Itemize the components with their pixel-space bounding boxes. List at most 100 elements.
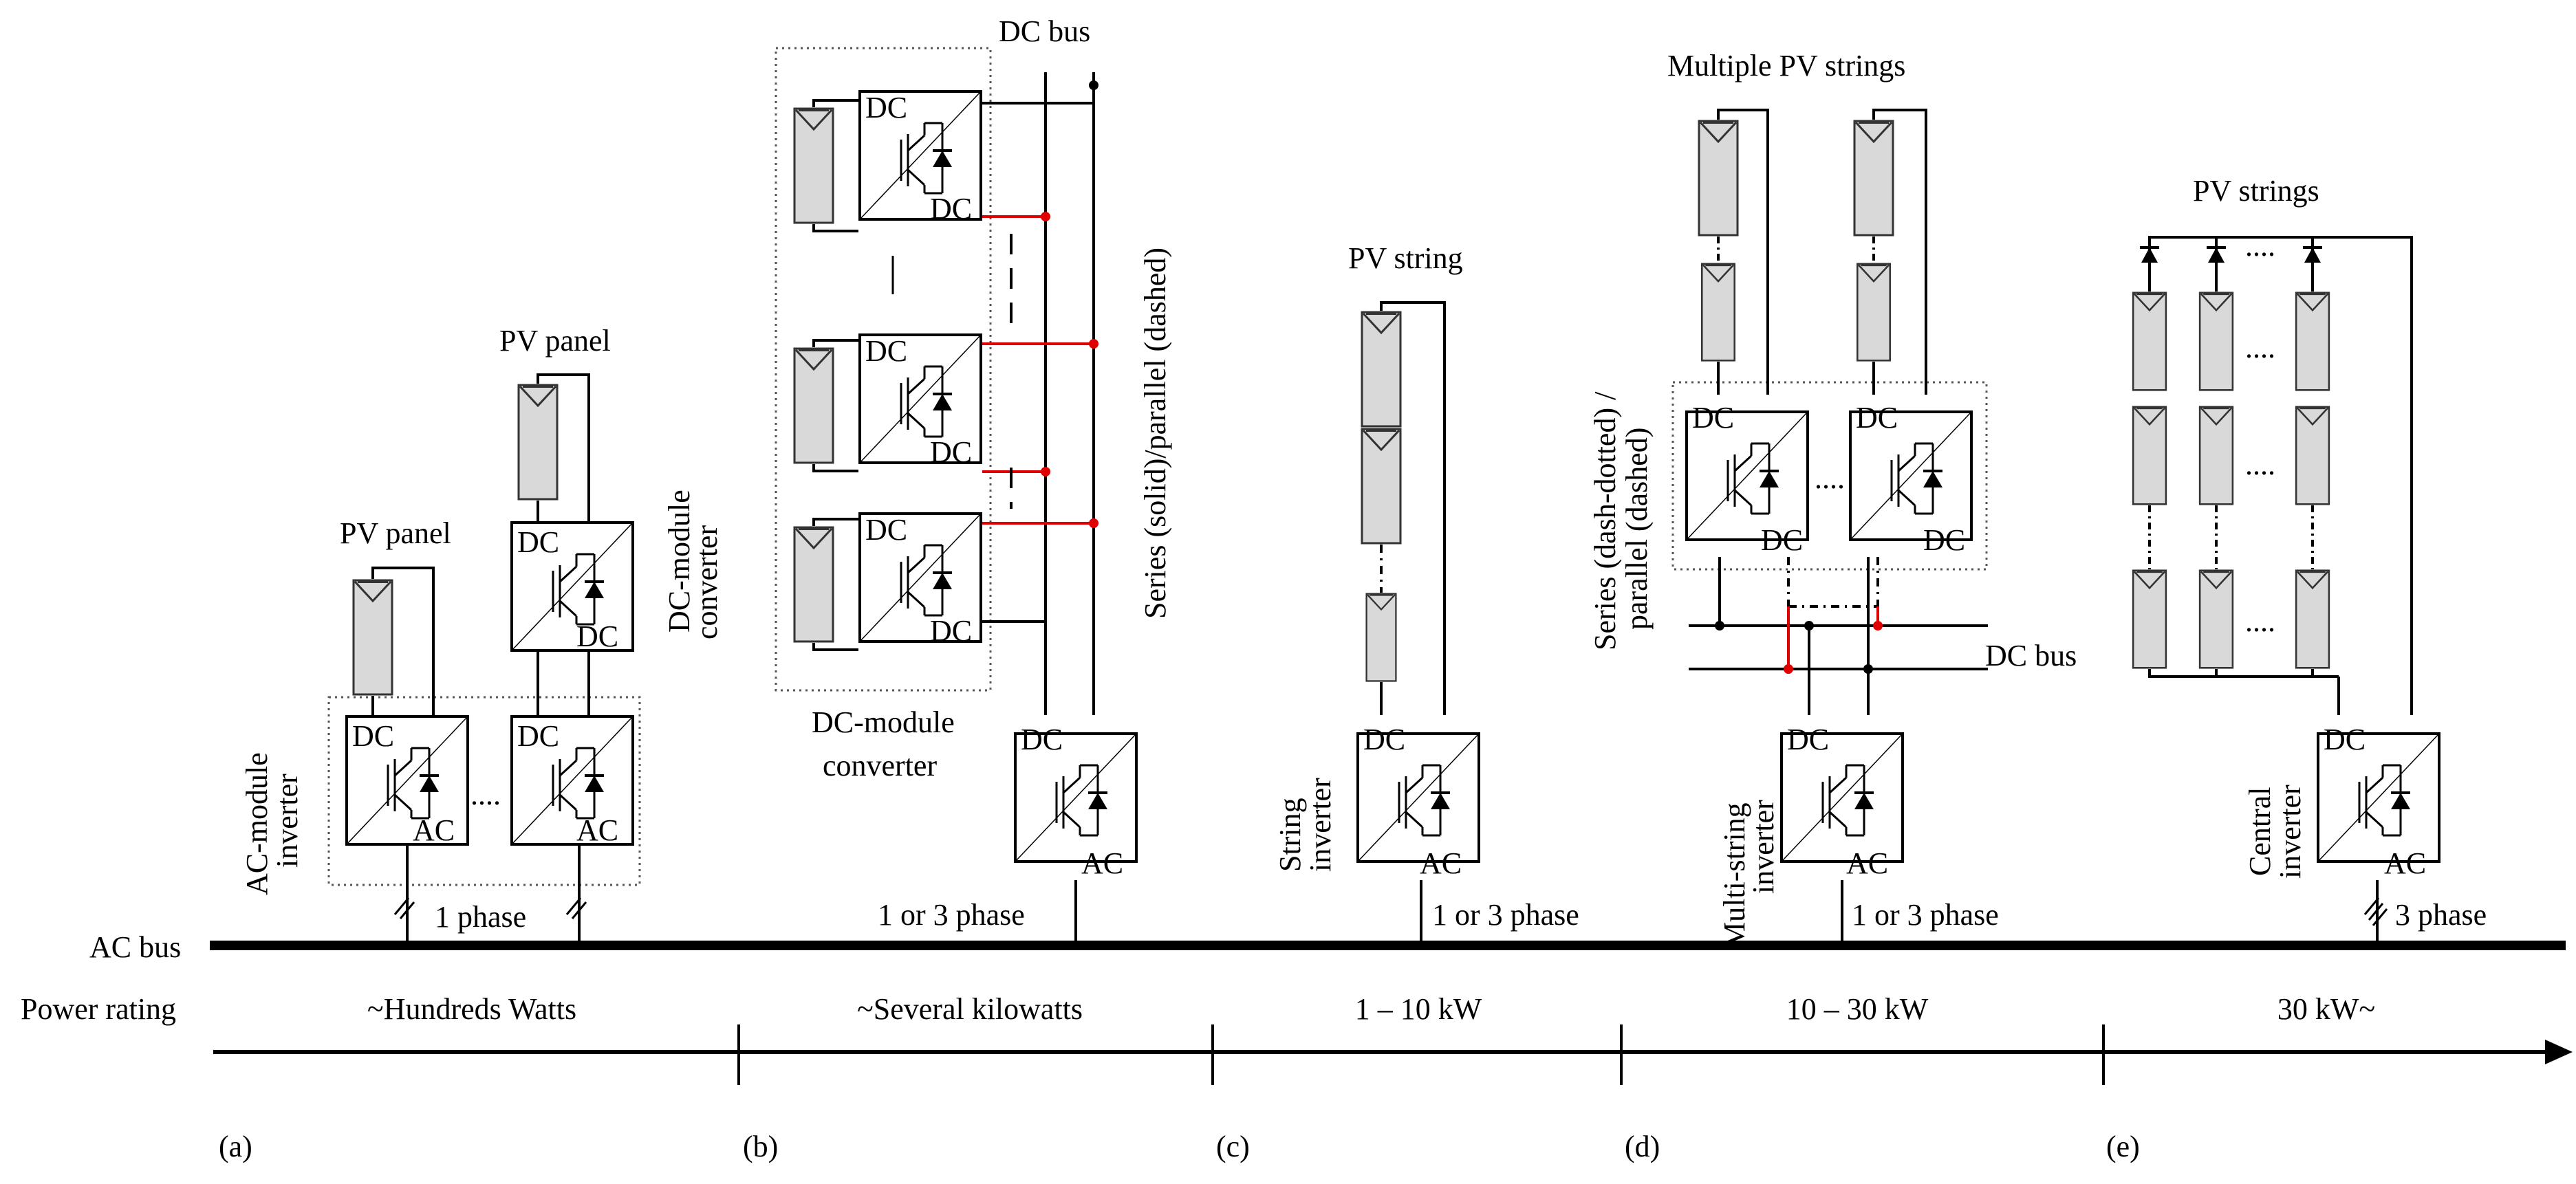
- label-dc: DC: [1787, 723, 1829, 756]
- label-pv-strings: PV strings: [2193, 174, 2319, 208]
- label-dc: DC: [865, 334, 907, 368]
- ellipsis-dots: ....: [470, 778, 501, 811]
- ellipsis-dots: ....: [1815, 461, 1845, 495]
- topology-a: [327, 373, 641, 945]
- pv-string-d2-panel2: [1856, 262, 1892, 362]
- label-dc: DC: [930, 614, 972, 648]
- pv-panel-a2: [517, 384, 559, 501]
- pv-panel-b1: [793, 107, 834, 224]
- blocking-diode-2: [2205, 246, 2227, 264]
- label-string-inverter-2: inverter: [1303, 778, 1337, 872]
- topology-c: [1358, 301, 1479, 945]
- topology-d: [1671, 109, 1988, 945]
- label-ac: AC: [413, 813, 455, 847]
- dc-module-group-outline: [775, 47, 992, 692]
- label-phase-c: 1 or 3 phase: [1432, 898, 1579, 932]
- label-phase-e: 3 phase: [2395, 898, 2487, 932]
- label-dc: DC: [1923, 523, 1965, 557]
- power-rating-d: 10 – 30 kW: [1786, 992, 1929, 1026]
- label-dc: DC: [1692, 401, 1734, 435]
- label-dc-module-b-2: converter: [823, 749, 937, 782]
- label-multiple-pv-strings: Multiple PV strings: [1667, 49, 1905, 83]
- label-central-inverter-1: Central: [2243, 787, 2277, 876]
- label-phase-d: 1 or 3 phase: [1852, 898, 1999, 932]
- pv-string-c-panel1: [1361, 311, 1402, 428]
- pv-string-d1-panel2: [1700, 262, 1736, 362]
- ac-module-group-outline: [327, 696, 641, 886]
- panel-letter-e: (e): [2106, 1130, 2140, 1163]
- label-dc-module-a-1: DC-module: [662, 490, 696, 633]
- label-dc: DC: [352, 719, 394, 753]
- pv-strings-e-s3p1: [2295, 291, 2330, 392]
- label-dc: DC: [930, 435, 972, 469]
- pv-strings-e-s2p3: [2198, 569, 2234, 670]
- label-phase-b: 1 or 3 phase: [878, 898, 1025, 932]
- label-dc-module-b-1: DC-module: [812, 705, 955, 739]
- label-dc: DC: [865, 91, 907, 124]
- label-pv-panel-a2: PV panel: [499, 324, 611, 358]
- power-rating-e: 30 kW~: [2277, 992, 2375, 1026]
- label-dc: DC: [576, 620, 618, 653]
- blocking-diode-1: [2139, 246, 2161, 264]
- label-dc: DC: [2324, 723, 2366, 756]
- label-dc: DC: [930, 192, 972, 226]
- pv-strings-e-s2p2: [2198, 405, 2234, 506]
- label-pv-string: PV string: [1348, 241, 1463, 275]
- panel-letter-b: (b): [743, 1130, 778, 1163]
- label-ac: AC: [1081, 846, 1123, 880]
- label-ac-module-2: inverter: [270, 774, 304, 868]
- label-dc: DC: [1856, 401, 1898, 435]
- topology-e: [2132, 236, 2439, 945]
- panel-letter-c: (c): [1216, 1130, 1250, 1163]
- ellipsis-dots: ....: [2245, 331, 2275, 364]
- label-ac-module-1: AC-module: [240, 752, 274, 895]
- pv-panel-b2: [793, 347, 834, 464]
- topology-b: [775, 47, 1136, 945]
- label-ac: AC: [2384, 846, 2426, 880]
- pv-strings-e-s1p2: [2132, 405, 2167, 506]
- pv-strings-e-s3p2: [2295, 405, 2330, 506]
- pv-panel-a1: [352, 579, 393, 696]
- pv-strings-e-s2p1: [2198, 291, 2234, 392]
- panel-letter-a: (a): [219, 1130, 252, 1163]
- label-ac: AC: [1846, 846, 1888, 880]
- power-rating-c: 1 – 10 kW: [1355, 992, 1482, 1026]
- label-dc: DC: [865, 513, 907, 547]
- label-dc-bus-d: DC bus: [1985, 639, 2077, 672]
- label-dc-module-a-2: converter: [690, 525, 724, 639]
- pv-panel-b3: [793, 526, 834, 643]
- label-series-parallel-b: Series (solid)/parallel (dashed): [1138, 248, 1172, 619]
- label-multi-string-2: inverter: [1746, 800, 1780, 894]
- label-power-rating: Power rating: [21, 992, 176, 1026]
- label-multi-string-1: Multi-string: [1718, 802, 1751, 949]
- pv-string-d2-panel1: [1853, 120, 1894, 237]
- label-ac-bus: AC bus: [89, 930, 181, 964]
- label-dc-bus-top: DC bus: [999, 14, 1090, 48]
- blocking-diode-3: [2302, 246, 2324, 264]
- label-dc: DC: [1021, 723, 1063, 756]
- label-series-parallel-d-1: Series (dash-dotted) /: [1588, 391, 1622, 650]
- label-ac: AC: [1420, 846, 1462, 880]
- pv-string-c-panel3: [1365, 592, 1398, 683]
- pv-strings-e-s1p1: [2132, 291, 2167, 392]
- ellipsis-dots: ....: [2245, 229, 2275, 263]
- label-dc: DC: [517, 525, 559, 559]
- label-dc: DC: [1363, 723, 1405, 756]
- ellipsis-dots: ....: [2245, 448, 2275, 481]
- axis-arrowhead: [2545, 1040, 2573, 1064]
- label-series-parallel-d-2: parallel (dashed): [1620, 428, 1654, 630]
- multi-string-group-outline: [1671, 381, 1988, 571]
- power-rating-b: ~Several kilowatts: [857, 992, 1083, 1026]
- panel-letter-d: (d): [1625, 1130, 1660, 1163]
- power-rating-a: ~Hundreds Watts: [367, 992, 576, 1026]
- pv-strings-e-s1p3: [2132, 569, 2167, 670]
- label-string-inverter-1: String: [1273, 798, 1307, 872]
- ellipsis-dots: ....: [2245, 604, 2275, 638]
- label-central-inverter-2: inverter: [2273, 785, 2307, 879]
- label-pv-panel-a1: PV panel: [340, 516, 451, 550]
- label-dc: DC: [517, 719, 559, 753]
- pv-string-c-panel2: [1361, 428, 1402, 545]
- label-dc: DC: [1761, 523, 1803, 557]
- label-ac: AC: [576, 813, 618, 847]
